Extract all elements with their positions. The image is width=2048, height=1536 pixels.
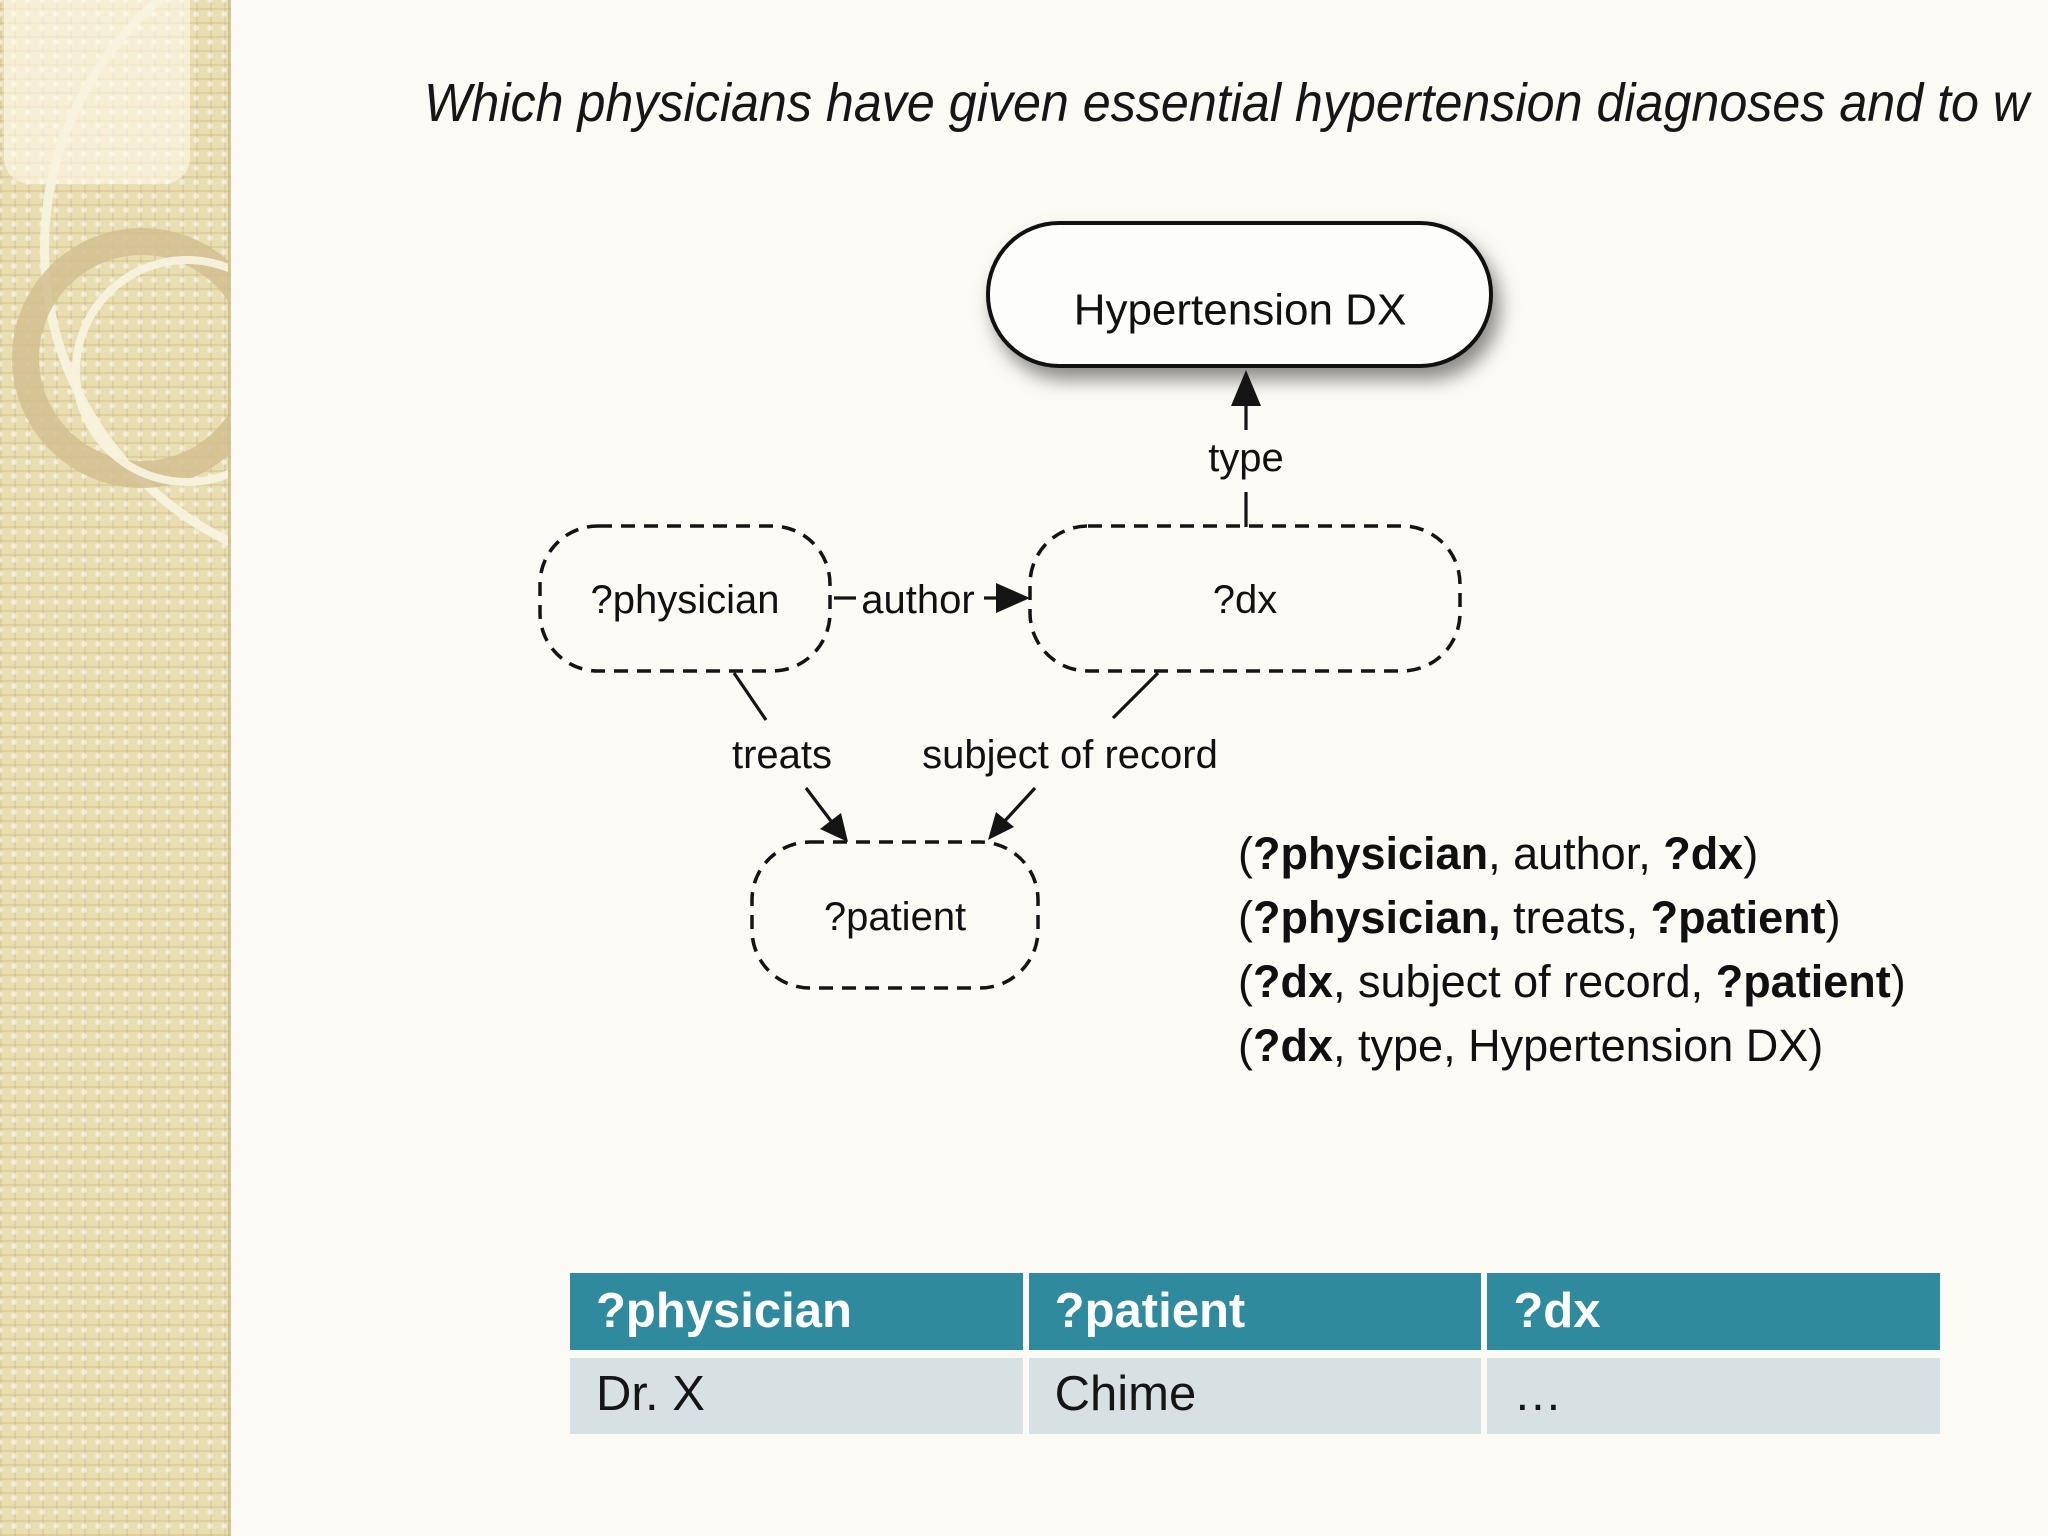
slide-title: Which physicians have given essential hy…: [424, 72, 2048, 152]
table-header-patient: ?patient: [1028, 1273, 1482, 1350]
edge-subject-line-upper: [1111, 671, 1160, 720]
node-hypertension-dx-label: Hypertension DX: [1074, 286, 1407, 335]
node-dx-label: ?dx: [1213, 578, 1278, 622]
node-patient-label: ?patient: [824, 895, 966, 939]
slide-title-text: Which physicians have given essential hy…: [424, 73, 2030, 133]
edge-author-label: author: [861, 578, 974, 622]
triple-line: (?dx, type, Hypertension DX): [1238, 1020, 1824, 1071]
edge-treats-line-upper: [732, 672, 768, 721]
table-header-dx: ?dx: [1487, 1273, 1940, 1350]
edge-subject-arrowhead-icon: [988, 812, 1014, 840]
edge-treats-arrowhead-icon: [820, 813, 848, 842]
node-hypertension-dx: [986, 221, 1493, 368]
table-cell-physician: Dr. X: [570, 1358, 1023, 1434]
triple-line: (?physician, treats, ?patient): [1238, 892, 1841, 943]
triple-line: (?dx, subject of record, ?patient): [1238, 956, 1906, 1007]
sidebar-decoration: [0, 0, 231, 1536]
triple-list: (?physician, author, ?dx) (?physician, t…: [1238, 822, 1906, 1078]
node-physician-label: ?physician: [590, 578, 779, 622]
results-table: ?physician ?patient ?dx Dr. X Chime …: [570, 1273, 1940, 1434]
edge-author-arrowhead-icon: [996, 583, 1030, 613]
edge-subject-line-lower: [1000, 786, 1037, 826]
node-physician: [538, 524, 832, 673]
edge-subject-label: subject of record: [922, 733, 1218, 777]
edge-type-label: type: [1208, 436, 1284, 480]
edge-type-arrowhead-icon: [1231, 370, 1261, 406]
table-cell-patient: Chime: [1028, 1358, 1482, 1434]
table-cell-dx: …: [1487, 1358, 1940, 1434]
node-dx: [1028, 524, 1462, 673]
table-header-physician: ?physician: [570, 1273, 1023, 1350]
node-patient: [750, 840, 1040, 990]
triple-line: (?physician, author, ?dx): [1238, 828, 1759, 879]
edge-treats-line-lower: [804, 787, 836, 826]
edge-treats-label: treats: [732, 733, 832, 777]
